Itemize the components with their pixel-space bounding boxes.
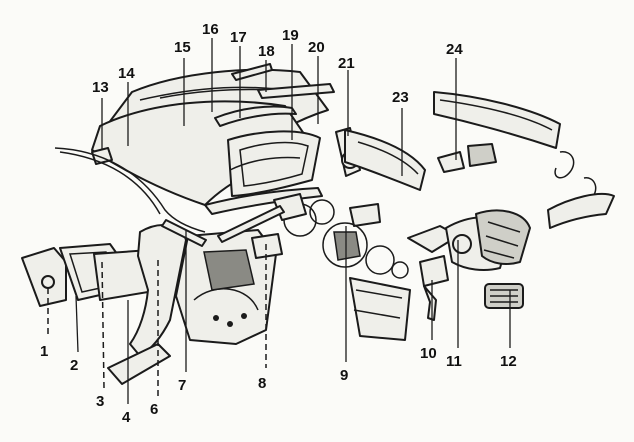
part-11-grille <box>475 209 531 265</box>
leaders <box>47 38 511 404</box>
strut-a <box>161 219 207 247</box>
gasket-plate <box>349 277 411 341</box>
hook-a <box>554 151 575 179</box>
callout-16: 16 <box>202 21 219 38</box>
seal-strip <box>54 147 206 233</box>
part-24-crossbar <box>433 91 561 149</box>
part-23-groove <box>357 141 419 175</box>
ring-2 <box>309 199 335 225</box>
callout-15: 15 <box>174 39 191 56</box>
part-11-grille-line <box>483 221 521 259</box>
part-10-bracket <box>419 255 449 287</box>
callout-24: 24 <box>446 41 463 58</box>
part-7-hatch <box>203 249 255 291</box>
gasket-line-2 <box>353 309 401 319</box>
part-12-slats <box>490 289 518 303</box>
gasket-line <box>355 289 403 299</box>
part-8-vent <box>251 233 283 259</box>
callout-9: 9 <box>340 367 348 384</box>
roof-panel-stack <box>54 63 335 233</box>
leader-3 <box>101 261 105 389</box>
part-12-vent <box>484 283 524 309</box>
part-24-rib <box>439 99 553 131</box>
quarter-panel-group <box>21 205 285 385</box>
part-10-arm <box>423 285 437 321</box>
part-23-panel <box>344 129 426 191</box>
part-9-ring <box>322 222 368 268</box>
callout-4: 4 <box>122 409 131 426</box>
ring-3 <box>365 245 395 275</box>
callout-2: 2 <box>70 357 78 374</box>
leader-2 <box>75 295 79 353</box>
callout-10: 10 <box>420 345 437 362</box>
part-17-strip <box>214 105 297 127</box>
seal-strip-2 <box>59 151 161 215</box>
callout-19: 19 <box>282 27 299 44</box>
part-24-clip <box>437 151 465 173</box>
callout-7: 7 <box>178 377 186 394</box>
part-18-strip <box>231 63 273 81</box>
frame-inner <box>239 141 309 187</box>
part-4-sill <box>107 343 171 385</box>
right-trim-group <box>335 91 615 229</box>
ring-4 <box>391 261 409 279</box>
callout-11: 11 <box>446 353 462 370</box>
callout-23: 23 <box>392 89 409 106</box>
callout-21: 21 <box>338 55 355 72</box>
frame-rib <box>229 156 301 171</box>
bracket-b <box>349 203 381 227</box>
callout-13: 13 <box>92 79 109 96</box>
part-13-clip <box>91 147 113 165</box>
callout-8: 8 <box>258 375 266 392</box>
callouts: 1 2 3 4 6 7 8 9 10 11 12 13 14 15 16 17 … <box>40 21 517 426</box>
strut-b <box>217 205 285 243</box>
center-mechanism <box>273 193 531 341</box>
part-1-boss <box>41 275 55 289</box>
callout-3: 3 <box>96 393 104 410</box>
callout-6: 6 <box>150 401 158 418</box>
rivet-3 <box>241 313 247 319</box>
arm-right <box>547 192 615 229</box>
callout-1: 1 <box>40 343 48 360</box>
callout-14: 14 <box>118 65 135 82</box>
callout-12: 12 <box>500 353 517 370</box>
part-24-block <box>467 143 497 167</box>
spoiler-body <box>204 187 323 215</box>
callout-18: 18 <box>258 43 275 60</box>
rivet-1 <box>213 315 219 321</box>
callout-17: 17 <box>230 29 247 46</box>
rivet-2 <box>227 321 233 327</box>
part-11-knob <box>452 234 472 254</box>
part-7-wheel-arch <box>193 288 259 311</box>
callout-20: 20 <box>308 39 325 56</box>
part-9-hub <box>333 231 361 261</box>
part-20-strip <box>257 83 335 99</box>
